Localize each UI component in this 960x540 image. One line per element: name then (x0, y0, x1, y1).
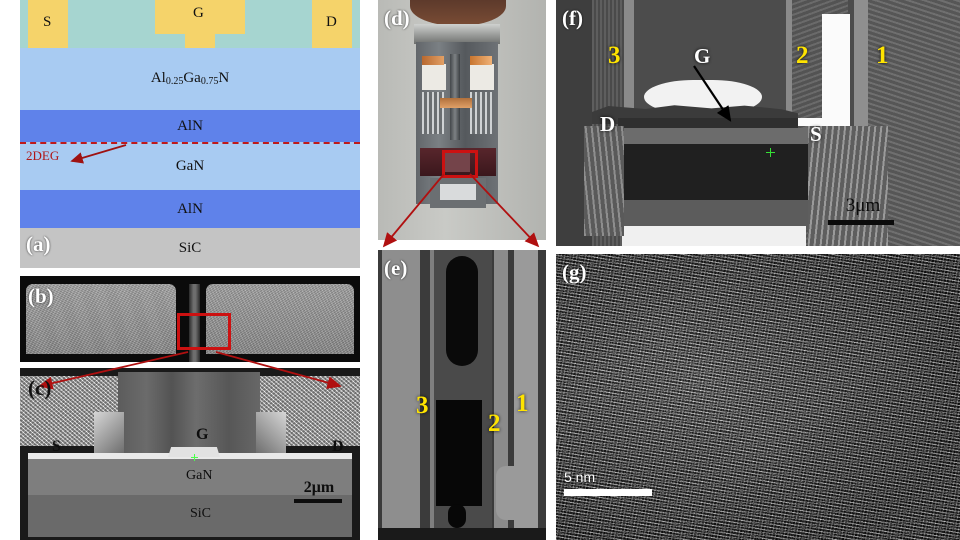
roi-connector-d-to-e (382, 173, 540, 248)
fib-pad-right (496, 466, 536, 520)
gate-stem (185, 32, 215, 48)
panel-e-label: (e) (384, 256, 408, 280)
sem-gate-finger (189, 284, 200, 362)
panel-f-drain-label: D (600, 112, 616, 136)
panel-f-scalebar-line (828, 220, 894, 225)
roi-connector-b-to-c (38, 351, 342, 390)
sem-gate-stack (118, 372, 260, 456)
fib-milled-tail (448, 504, 466, 528)
layer-aln-bottom: AlN (20, 190, 360, 228)
photo-die (442, 150, 470, 172)
panel-f-fib-cross-section: G D S 3 2 1 3μm (f) (556, 0, 960, 246)
panel-d-package-photo: (d) (378, 0, 546, 240)
f-mesa-top (618, 128, 808, 144)
fib-gap-left (430, 250, 436, 540)
panel-c-scalebar: 2μm (294, 480, 344, 503)
f-mesa-body (618, 144, 808, 200)
panel-a-schematic: SiN Al0.25Ga0.75N AlN GaN AlN SiC S D G … (20, 0, 360, 268)
f-bright-substrate (622, 226, 806, 246)
panel-f-marker-3: 3 (608, 42, 621, 69)
gate-label: G (193, 5, 204, 21)
panel-c-gan-label: GaN (186, 468, 213, 483)
photo-copper-right (470, 56, 492, 65)
panel-g-scalebar-line (564, 489, 652, 496)
f-gate-base (618, 118, 798, 130)
panel-a-label: (a) (26, 232, 51, 256)
photo-center-post (450, 54, 460, 140)
panel-f-scalebar-label: 3μm (845, 195, 881, 216)
layer-aln-top-label: AlN (177, 117, 203, 134)
f-marker-cross (766, 148, 775, 157)
panel-c-sem-cross-section: S G D GaN SiC 2μm (c) (20, 368, 360, 540)
fib-bottom-edge (378, 528, 546, 540)
panel-c-scalebar-label: 2μm (303, 479, 335, 496)
layer-algan-label: Al0.25Ga0.75N (150, 69, 230, 88)
f-bright-pillar (822, 14, 850, 124)
panel-b-sem-plan: (b) (20, 276, 360, 362)
panel-e-marker-1: 1 (516, 390, 529, 417)
photo-collar (414, 24, 500, 44)
roi-box-b (177, 313, 231, 350)
two-deg-dashed-line (20, 142, 360, 144)
panel-d-label: (d) (384, 6, 410, 30)
panel-g-hrtem: 5 nm (g) (556, 254, 960, 540)
fib-milled-block (436, 400, 482, 506)
two-deg-arrow-icon (70, 144, 127, 164)
f-bright-shelf (756, 118, 850, 126)
layer-algan: Al0.25Ga0.75N (20, 48, 360, 110)
f-curtain-right (808, 126, 888, 246)
panel-e-marker-2: 2 (488, 410, 501, 437)
drain-contact-label: D (326, 14, 337, 30)
g-illumination-gradient (556, 254, 960, 540)
two-deg-label: 2DEG (26, 148, 60, 163)
layer-gan: GaN (20, 142, 360, 190)
fib-pad-left (386, 466, 420, 520)
source-contact-label: S (43, 14, 52, 30)
layer-aln-top: AlN (20, 110, 360, 142)
photo-center-clamp (440, 98, 472, 108)
sem-gate-foot (168, 447, 220, 457)
panel-c-scalebar-line (294, 499, 342, 503)
gate-head (155, 0, 245, 34)
panel-f-source-label: S (810, 122, 822, 146)
photo-leads-left (422, 92, 444, 134)
f-gate-pointer-arrow-icon (693, 65, 732, 122)
sem-pad-left (26, 284, 176, 354)
layer-sic: SiC (20, 228, 360, 268)
panel-c-source-label: S (52, 438, 61, 455)
sem-source-slope (94, 412, 124, 456)
roi-box-d (442, 150, 478, 178)
photo-ceramic-right (470, 64, 494, 90)
panel-g-label: (g) (562, 260, 587, 284)
layer-gan-label: GaN (175, 157, 205, 174)
sem-marker-cross-c (191, 454, 198, 461)
panel-c-gate-label: G (196, 426, 209, 443)
panel-f-marker-2: 2 (796, 42, 809, 69)
panel-g-scalebar-label: 5 nm (564, 469, 596, 485)
panel-f-gate-label: G (694, 44, 711, 68)
layer-aln-bottom-label: AlN (177, 200, 203, 217)
sem-gan-slab (28, 459, 352, 495)
panel-f-label: (f) (562, 6, 583, 30)
panel-e-fib-plan: 3 2 1 (e) (378, 250, 546, 540)
photo-ceramic-left (422, 64, 446, 90)
photo-copper-left (422, 56, 444, 65)
panel-c-label: (c) (28, 376, 52, 400)
panel-e-marker-3: 3 (416, 392, 429, 419)
fib-trench-top (446, 256, 478, 366)
panel-g-scalebar: 5 nm (564, 470, 652, 496)
panel-b-label: (b) (28, 284, 54, 308)
panel-f-marker-1: 1 (876, 42, 889, 69)
drain-contact (312, 0, 352, 48)
panel-f-scalebar: 3μm (828, 196, 898, 225)
photo-mount-window (440, 184, 476, 200)
f-mesa-bottom (618, 200, 808, 230)
panel-c-sic-label: SiC (190, 506, 212, 521)
sem-drain-slope (256, 412, 286, 456)
f-curtain-left (584, 126, 624, 236)
photo-leads-right (470, 92, 492, 134)
layer-sic-label: SiC (178, 239, 202, 256)
source-contact (28, 0, 68, 48)
panel-c-drain-label: D (332, 438, 344, 455)
